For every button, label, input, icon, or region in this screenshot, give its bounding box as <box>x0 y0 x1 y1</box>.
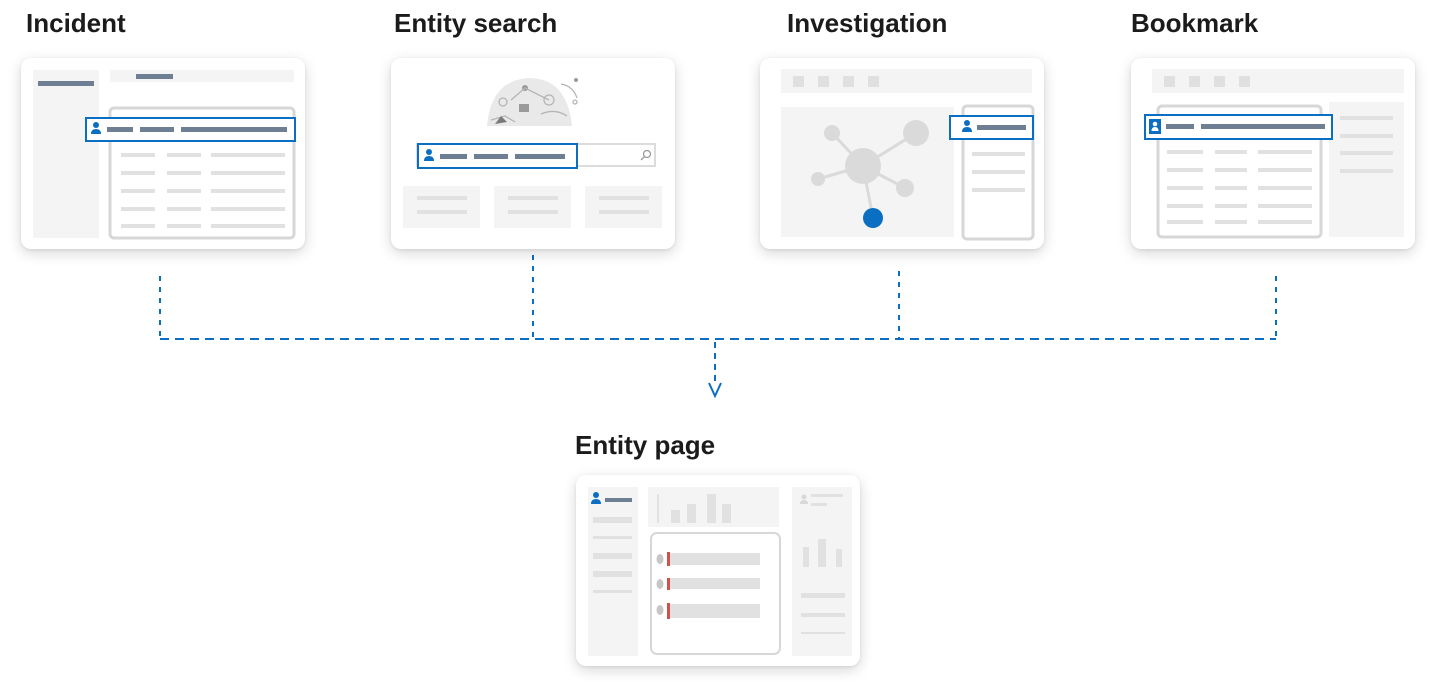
entity-page-title: Entity page <box>575 430 716 460</box>
user-icon <box>424 149 434 161</box>
user-icon <box>962 120 972 132</box>
search-icon <box>640 149 652 161</box>
user-icon <box>91 122 101 134</box>
investigation-title: Investigation <box>787 8 948 38</box>
entity-search-card <box>391 58 675 249</box>
search-illustration <box>487 78 578 126</box>
incident-title: Incident <box>26 8 126 38</box>
investigation-card <box>760 58 1044 249</box>
user-icon-muted <box>800 494 808 504</box>
bookmark-user-icon <box>1149 119 1161 134</box>
user-icon <box>591 492 601 504</box>
entity-search-title: Entity search <box>394 8 558 38</box>
network-graph-icon <box>811 120 929 228</box>
connector-arrowhead <box>708 382 722 399</box>
incident-card <box>21 58 305 249</box>
entity-page-card <box>576 475 860 666</box>
bookmark-card <box>1131 58 1415 249</box>
bookmark-title: Bookmark <box>1131 8 1259 38</box>
